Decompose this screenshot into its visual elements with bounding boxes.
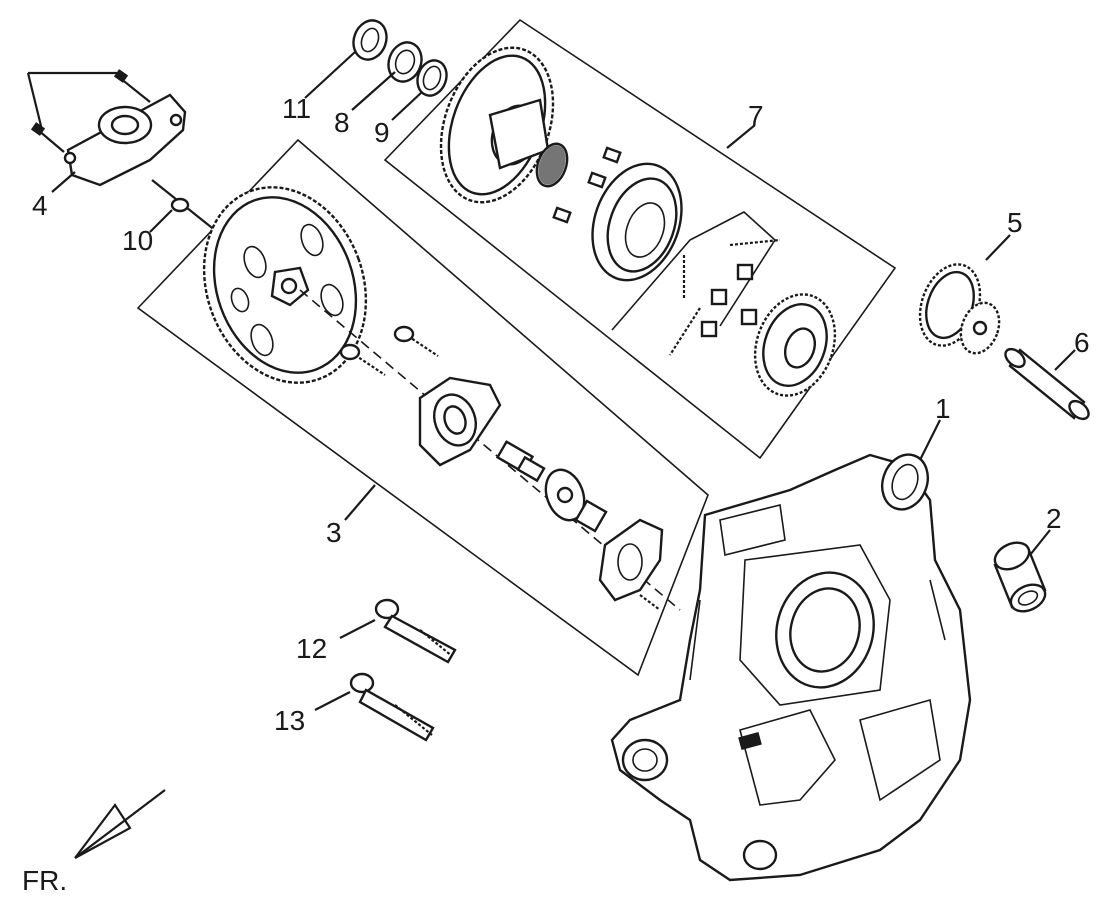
callout-7: 7 bbox=[748, 100, 764, 131]
callout-13: 13 bbox=[274, 705, 305, 736]
oil-pump-housing bbox=[299, 289, 681, 611]
part-9-washer bbox=[416, 59, 448, 97]
callout-9: 9 bbox=[374, 117, 390, 148]
part-4-cover-plate bbox=[26, 69, 187, 187]
callout-12: 12 bbox=[296, 633, 327, 664]
part-3-driven-gear bbox=[202, 186, 368, 384]
group-3-bolts bbox=[339, 325, 439, 376]
front-marker-label: FR. bbox=[22, 865, 67, 896]
leader-lines bbox=[51, 51, 1076, 711]
callout-10: 10 bbox=[122, 225, 153, 256]
part-7-starter-clutch bbox=[439, 46, 837, 397]
callout-6: 6 bbox=[1074, 327, 1090, 358]
part-8-bearing bbox=[387, 41, 423, 83]
callout-4: 4 bbox=[32, 190, 48, 221]
callout-1: 1 bbox=[935, 393, 951, 424]
callout-5: 5 bbox=[1007, 207, 1023, 238]
callout-11: 11 bbox=[282, 93, 311, 124]
callout-8: 8 bbox=[334, 107, 350, 138]
part-12-bolt bbox=[374, 598, 457, 664]
part-6-shaft bbox=[1004, 347, 1090, 421]
part-5-idle-gear bbox=[918, 263, 1001, 355]
front-direction-arrow-icon bbox=[74, 789, 166, 859]
part-2-bushing bbox=[993, 541, 1047, 613]
callout-2: 2 bbox=[1046, 503, 1062, 534]
part-13-bolt bbox=[349, 672, 435, 742]
part-1-crankcase bbox=[610, 453, 972, 882]
part-11-oil-seal bbox=[352, 19, 388, 61]
group-7-inner-outline bbox=[611, 211, 777, 331]
callout-3: 3 bbox=[326, 517, 342, 548]
